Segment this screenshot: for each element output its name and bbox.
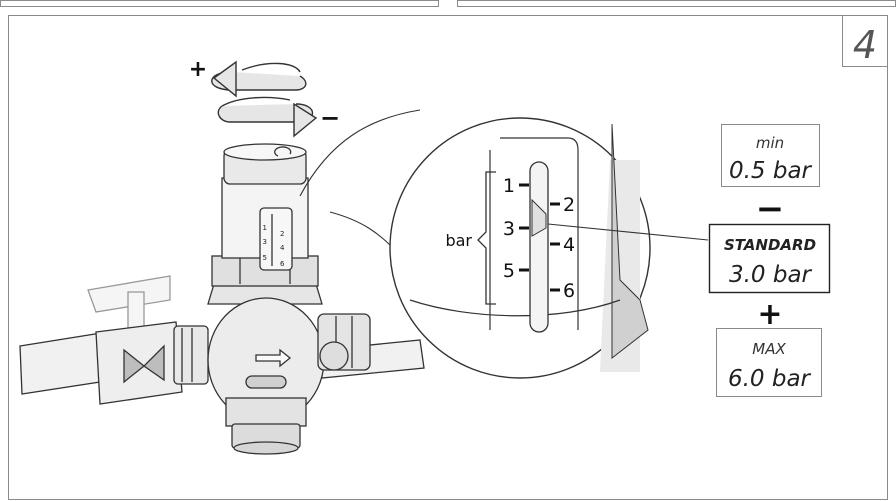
valve-scale-2: 2	[280, 230, 284, 238]
step-number-box: 4	[842, 15, 888, 67]
valve-scale-labels: 1 2 3 4 5 6	[263, 224, 285, 268]
adjustment-cap	[211, 143, 319, 287]
min-pressure-box: min 0.5 bar	[721, 124, 820, 187]
max-pressure-box: MAX 6.0 bar	[716, 328, 822, 397]
decrease-sign: −	[320, 104, 340, 132]
zoom-scale-3: 3	[503, 218, 515, 240]
plus-sign: +	[757, 297, 782, 332]
zoom-scale-2: 2	[563, 194, 575, 216]
valve-scale-3: 3	[263, 238, 267, 246]
valve-scale-1: 1	[263, 224, 267, 232]
standard-value: 3.0 bar	[729, 262, 813, 288]
min-value: 0.5 bar	[729, 158, 813, 184]
valve-scale-6: 6	[280, 260, 285, 268]
step-number: 4	[853, 23, 877, 67]
bar-unit-label: bar	[445, 231, 472, 250]
minus-sign: −	[756, 189, 785, 229]
zoom-scale-5: 5	[503, 260, 515, 282]
increase-sign: +	[189, 57, 207, 82]
standard-pressure-box: STANDARD 3.0 bar	[708, 223, 831, 294]
bar-bracket	[477, 171, 496, 305]
valve-scale-4: 4	[280, 244, 285, 252]
rotate-decrease-arrow-icon	[217, 96, 318, 138]
zoom-scale-4: 4	[563, 234, 575, 256]
pressure-reducer-body	[207, 283, 371, 455]
max-value: 6.0 bar	[728, 366, 812, 392]
min-label: min	[756, 134, 784, 152]
standard-leader-line	[547, 223, 709, 241]
scale-zoom-circle	[389, 117, 651, 379]
rotate-increase-arrow-icon	[211, 60, 307, 98]
ball-valve	[87, 275, 209, 405]
max-label: MAX	[752, 340, 786, 358]
zoom-scale-1: 1	[503, 175, 515, 197]
zoom-scale-labels: 1 3 5 2 4 6	[503, 175, 575, 302]
zoom-scale-6: 6	[563, 280, 575, 302]
standard-label: STANDARD	[724, 236, 816, 254]
valve-scale-5: 5	[263, 254, 267, 262]
zoom-scale-ticks	[519, 183, 560, 292]
